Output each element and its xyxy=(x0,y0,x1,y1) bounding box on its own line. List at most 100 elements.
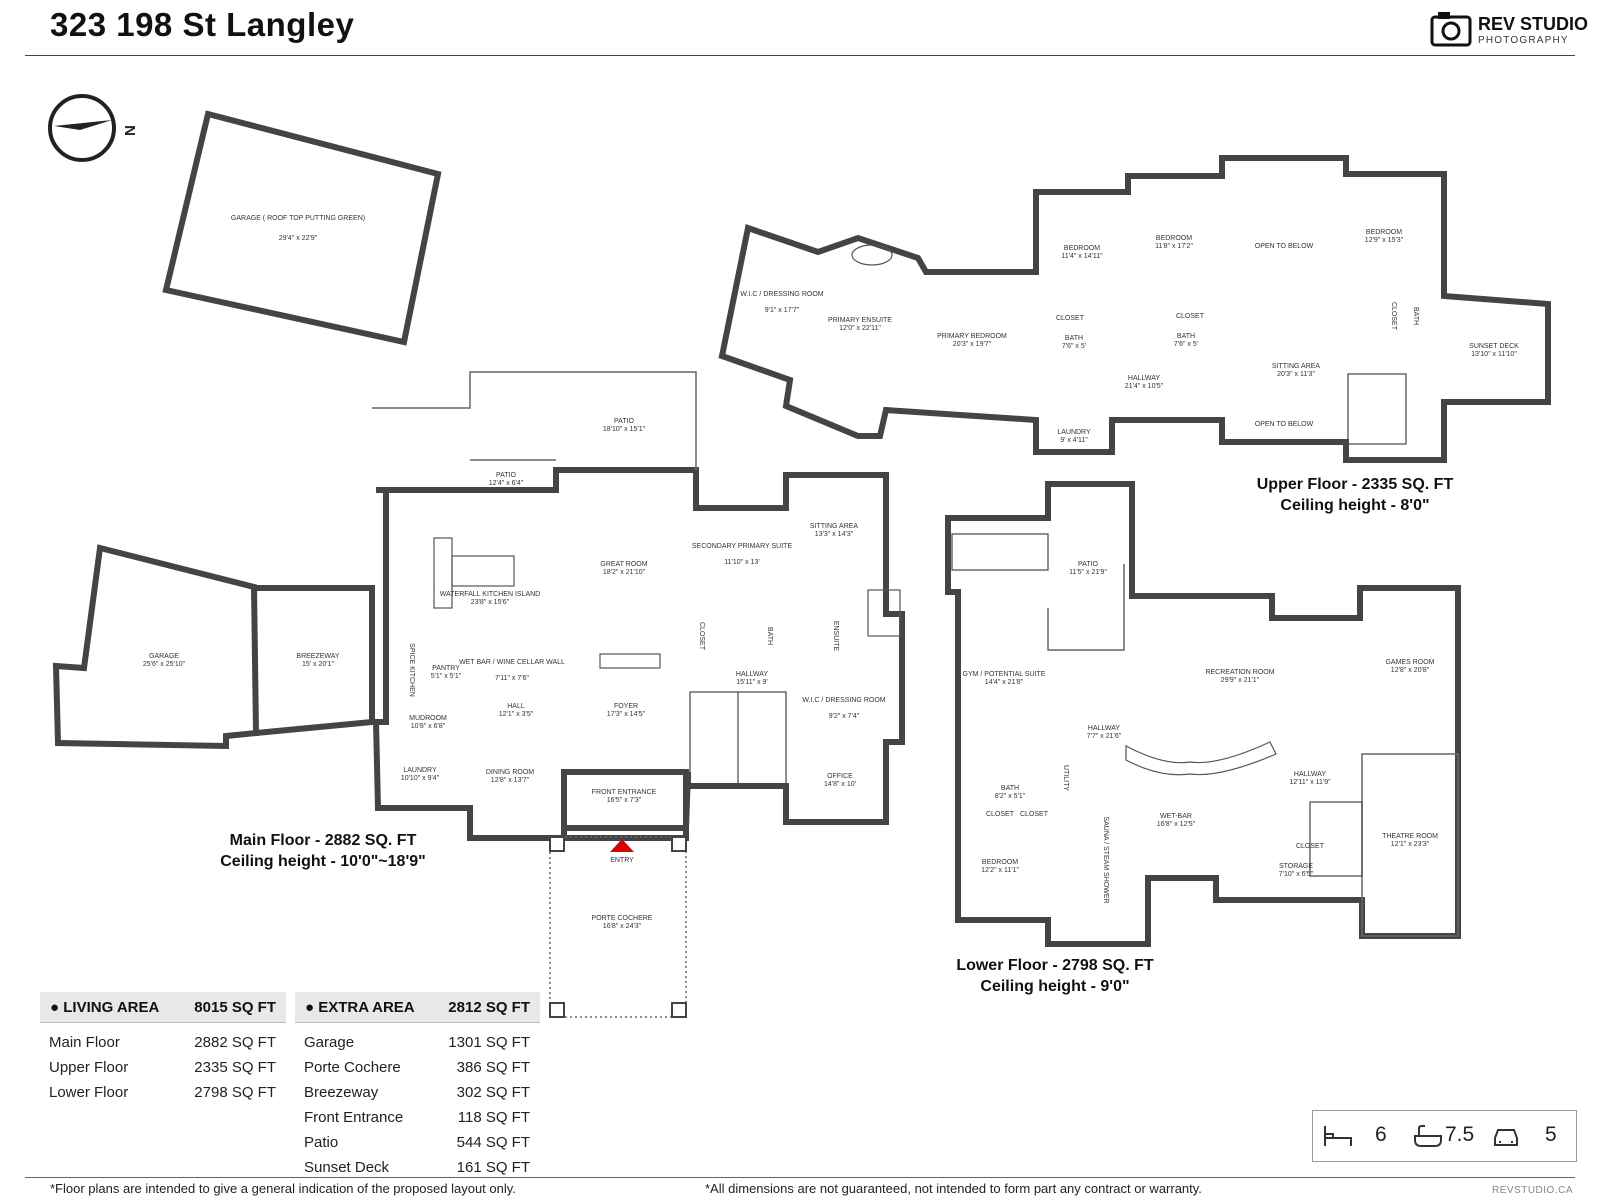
row-label: Lower Floor xyxy=(49,1084,129,1101)
room-label: W.I.C / DRESSING ROOM xyxy=(802,697,885,704)
room-dims: 5'1" x 5'1" xyxy=(431,673,462,680)
room-label: ENSUITE xyxy=(832,621,839,652)
room-label: UTILITY xyxy=(1062,765,1069,791)
room-dims: 12'4" x 6'4" xyxy=(489,480,524,487)
room-label: SUNSET DECK xyxy=(1469,343,1519,350)
beds-count: 6 xyxy=(1375,1123,1387,1146)
room-label: PATIO xyxy=(614,418,635,425)
row-label: Sunset Deck xyxy=(304,1159,390,1176)
room-dims: 7'6" x 5' xyxy=(1062,343,1086,350)
lower-floor-label: Lower Floor - 2798 SQ. FT Ceiling height… xyxy=(940,955,1170,997)
room-dims: 15' x 20'1" xyxy=(302,661,335,668)
room-dims: 13'10" x 11'10" xyxy=(1471,351,1517,358)
room-label: BATH xyxy=(1412,307,1419,325)
room-label: HALLWAY xyxy=(1128,375,1160,382)
room-dims: 11'8" x 17'2" xyxy=(1155,243,1193,250)
room-label: PANTRY xyxy=(432,665,460,672)
room-dims: 12'1" x 23'3" xyxy=(1391,841,1430,848)
car-icon xyxy=(1494,1129,1518,1146)
garage-rooftop-wall xyxy=(162,110,442,346)
main-floor-ceiling: Ceiling height - 10'0"~18'9" xyxy=(220,853,426,870)
row-value: 2335 SQ FT xyxy=(194,1059,276,1076)
brand-sub: PHOTOGRAPHY xyxy=(1478,35,1569,46)
room-dims: 16'5" x 7'3" xyxy=(607,797,642,804)
main-floor-name: Main Floor - 2882 SQ. FT xyxy=(229,832,417,849)
room-label: GYM / POTENTIAL SUITE xyxy=(963,671,1046,678)
room-dims: 12'1" x 3'5" xyxy=(499,711,534,718)
room-label: FRONT ENTRANCE xyxy=(592,789,657,796)
living-area-header: ● LIVING AREA 8015 SQ FT xyxy=(40,992,286,1023)
living-area-total: 8015 SQ FT xyxy=(194,999,276,1016)
room-dims: 15'11" x 9' xyxy=(736,679,768,686)
room-label: WATERFALL KITCHEN ISLAND xyxy=(440,591,540,598)
room-dims: 13'3" x 14'3" xyxy=(815,531,854,538)
upper-floor-label: Upper Floor - 2335 SQ. FT Ceiling height… xyxy=(1240,474,1470,516)
extra-area-heading: ● EXTRA AREA xyxy=(305,999,415,1016)
room-label: GARAGE ( ROOF TOP PUTTING GREEN) xyxy=(231,215,365,222)
room-dims: 14'8" x 10' xyxy=(824,781,856,788)
room-label: SITTING AREA xyxy=(810,523,859,530)
room-label: CLOSET xyxy=(1296,843,1325,850)
brand-logo: REV STUDIO PHOTOGRAPHY xyxy=(1430,10,1590,50)
room-dims: 21'4" x 10'5" xyxy=(1125,383,1164,390)
room-label: BATH xyxy=(1001,785,1019,792)
upper-floor-name: Upper Floor - 2335 SQ. FT xyxy=(1256,476,1454,493)
room-dims: 9'2" x 7'4" xyxy=(829,713,860,720)
bathtub-icon xyxy=(1414,1125,1442,1147)
room-label: WET BAR / WINE CELLAR WALL xyxy=(459,659,565,666)
room-dims: 9'1" x 17'7" xyxy=(765,307,800,314)
room-dims: 7'10" x 6'5" xyxy=(1279,871,1314,878)
room-label: DINING ROOM xyxy=(486,769,534,776)
room-dims: 29'9" x 21'1" xyxy=(1221,677,1260,684)
row-value: 1301 SQ FT xyxy=(448,1034,530,1051)
room-label: HALL xyxy=(507,703,525,710)
room-dims: 20'3" x 19'7" xyxy=(953,341,992,348)
room-dims: 12'11" x 11'9" xyxy=(1289,779,1331,786)
room-label: THEATRE ROOM xyxy=(1382,833,1438,840)
room-dims: 9' x 4'11" xyxy=(1060,437,1088,444)
row-value: 161 SQ FT xyxy=(456,1159,530,1176)
room-label: MUDROOM xyxy=(409,715,447,722)
room-label: CLOSET xyxy=(1176,313,1205,320)
room-dims: 12'0" x 22'11" xyxy=(839,325,881,332)
room-label: HALLWAY xyxy=(736,671,768,678)
table-row: Upper Floor 2335 SQ FT xyxy=(40,1054,286,1079)
room-label: HALLWAY xyxy=(1294,771,1326,778)
parking-count: 5 xyxy=(1545,1123,1557,1146)
patio-outlines xyxy=(372,371,1459,937)
footer-url[interactable]: REVSTUDIO.CA xyxy=(1491,1185,1573,1196)
room-label: WET-BAR xyxy=(1160,813,1192,820)
row-label: Front Entrance xyxy=(304,1109,404,1126)
room-dims: 25'6" x 25'10" xyxy=(143,661,186,668)
row-value: 2882 SQ FT xyxy=(194,1034,276,1051)
upper-suite-wall xyxy=(718,155,1551,463)
room-label: BATH xyxy=(1177,333,1195,340)
room-label: GAMES ROOM xyxy=(1385,659,1434,666)
room-label: SAUNA / STEAM SHOWER xyxy=(1102,816,1109,903)
table-row: Sunset Deck 161 SQ FT xyxy=(295,1154,540,1179)
room-label: BEDROOM xyxy=(982,859,1018,866)
compass-north-label: N xyxy=(122,125,139,136)
room-dims: 12'8" x 20'8" xyxy=(1391,667,1430,674)
room-dims: 16'8" x 12'5" xyxy=(1157,821,1196,828)
room-label: STORAGE xyxy=(1279,863,1313,870)
row-label: Upper Floor xyxy=(49,1059,129,1076)
row-value: 118 SQ FT xyxy=(457,1109,530,1126)
main-garage-wall xyxy=(52,544,260,750)
entry-arrow-icon xyxy=(610,839,634,852)
extra-area-total: 2812 SQ FT xyxy=(448,999,530,1016)
lower-floor-ceiling: Ceiling height - 9'0" xyxy=(980,978,1130,995)
main-floor-label: Main Floor - 2882 SQ. FT Ceiling height … xyxy=(208,830,438,872)
room-label: BATH xyxy=(766,627,773,645)
room-dims: 11'4" x 14'11" xyxy=(1061,253,1103,260)
room-label: OFFICE xyxy=(827,773,853,780)
room-label: FOYER xyxy=(614,703,638,710)
room-label: PORTE COCHERE xyxy=(592,915,653,922)
